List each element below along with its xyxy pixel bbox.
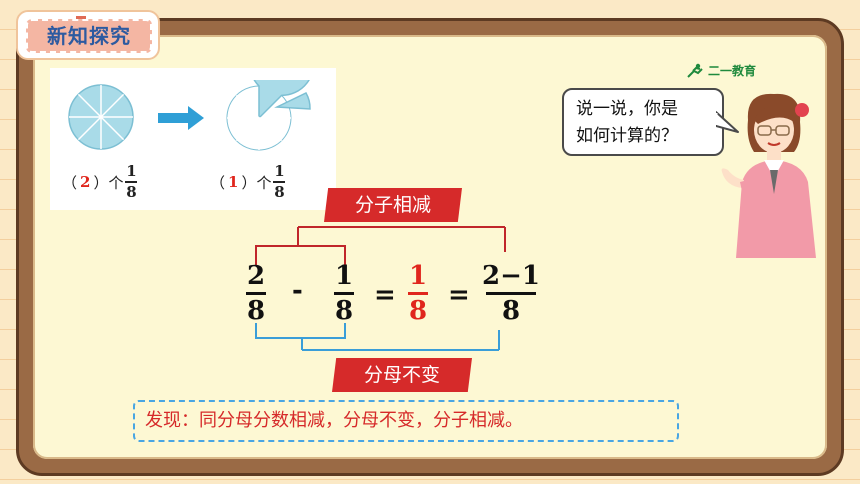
pie-eighths-split (226, 80, 311, 151)
fraction-denominator: 8 (246, 296, 266, 326)
unit-fraction-right: 1 8 (273, 162, 286, 201)
conclusion-box: 发现：同分母分数相减，分母不变，分子相减。 (133, 400, 679, 442)
fraction-numerator: 1 (274, 162, 285, 180)
fraction-numerator: 1 (126, 162, 137, 180)
unit-fraction-left: 1 8 (125, 162, 138, 201)
fraction-result: 1 8 (408, 262, 428, 325)
fraction-numerator: 2−1 (482, 261, 540, 291)
speech-bubble: 说一说，你是 如何计算的？ (562, 88, 724, 156)
section-title: 新知探究 (47, 24, 131, 48)
label-numerators-subtract: 分子相减 (324, 188, 462, 222)
pie-count-right: 1 (228, 173, 239, 191)
section-tab-inner: 新知探究 (26, 19, 152, 53)
pie-eighths-full (68, 84, 134, 150)
pie-count-left: 2 (80, 173, 91, 191)
minus-sign: - (292, 276, 303, 306)
fraction-numerator: 2 (246, 261, 266, 291)
fraction-denominator: 8 (126, 183, 137, 201)
fraction-bar (485, 292, 536, 295)
brand-logo: 二一教育 (684, 62, 756, 79)
section-tab: 新知探究 (16, 10, 160, 60)
fraction-denominator: 8 (501, 296, 521, 326)
equals-sign-2: = (448, 280, 470, 310)
caption-suffix: ）个 (241, 173, 272, 192)
bubble-line-2: 如何计算的？ (576, 126, 678, 146)
fraction-one-eighth: 1 8 (334, 262, 354, 325)
speech-bubble-tail (716, 111, 739, 133)
caption-prefix: （ (62, 173, 78, 192)
fraction-bar (334, 292, 354, 295)
fraction-bar (246, 292, 266, 295)
equals-sign-1: = (374, 280, 396, 310)
arrow-right-icon (158, 106, 204, 130)
fraction-expression: 2−1 8 (482, 262, 540, 325)
fraction-bar (125, 181, 138, 183)
logo-text: 二一教育 (708, 64, 757, 78)
fraction-denominator: 8 (334, 296, 354, 326)
caption-suffix: ）个 (93, 173, 124, 192)
fraction-denominator: 8 (408, 296, 428, 326)
fraction-bar (408, 292, 428, 295)
bubble-line-1: 说一说，你是 (576, 99, 678, 119)
caption-prefix: （ (210, 173, 226, 192)
fraction-two-eighths: 2 8 (246, 262, 266, 325)
pie-caption-left: （ 2 ）个 1 8 (62, 162, 138, 201)
fraction-numerator: 1 (334, 261, 354, 291)
fraction-numerator: 1 (408, 261, 428, 291)
pie-caption-right: （ 1 ）个 1 8 (210, 162, 286, 201)
fraction-bar (273, 181, 286, 183)
fraction-denominator: 8 (274, 183, 285, 201)
teacher-illustration (721, 93, 816, 258)
runner-icon (687, 63, 703, 78)
pie-illustration-panel: （ 2 ）个 1 8 （ 1 ）个 1 8 (50, 68, 336, 210)
label-denominator-unchanged: 分母不变 (332, 358, 472, 392)
